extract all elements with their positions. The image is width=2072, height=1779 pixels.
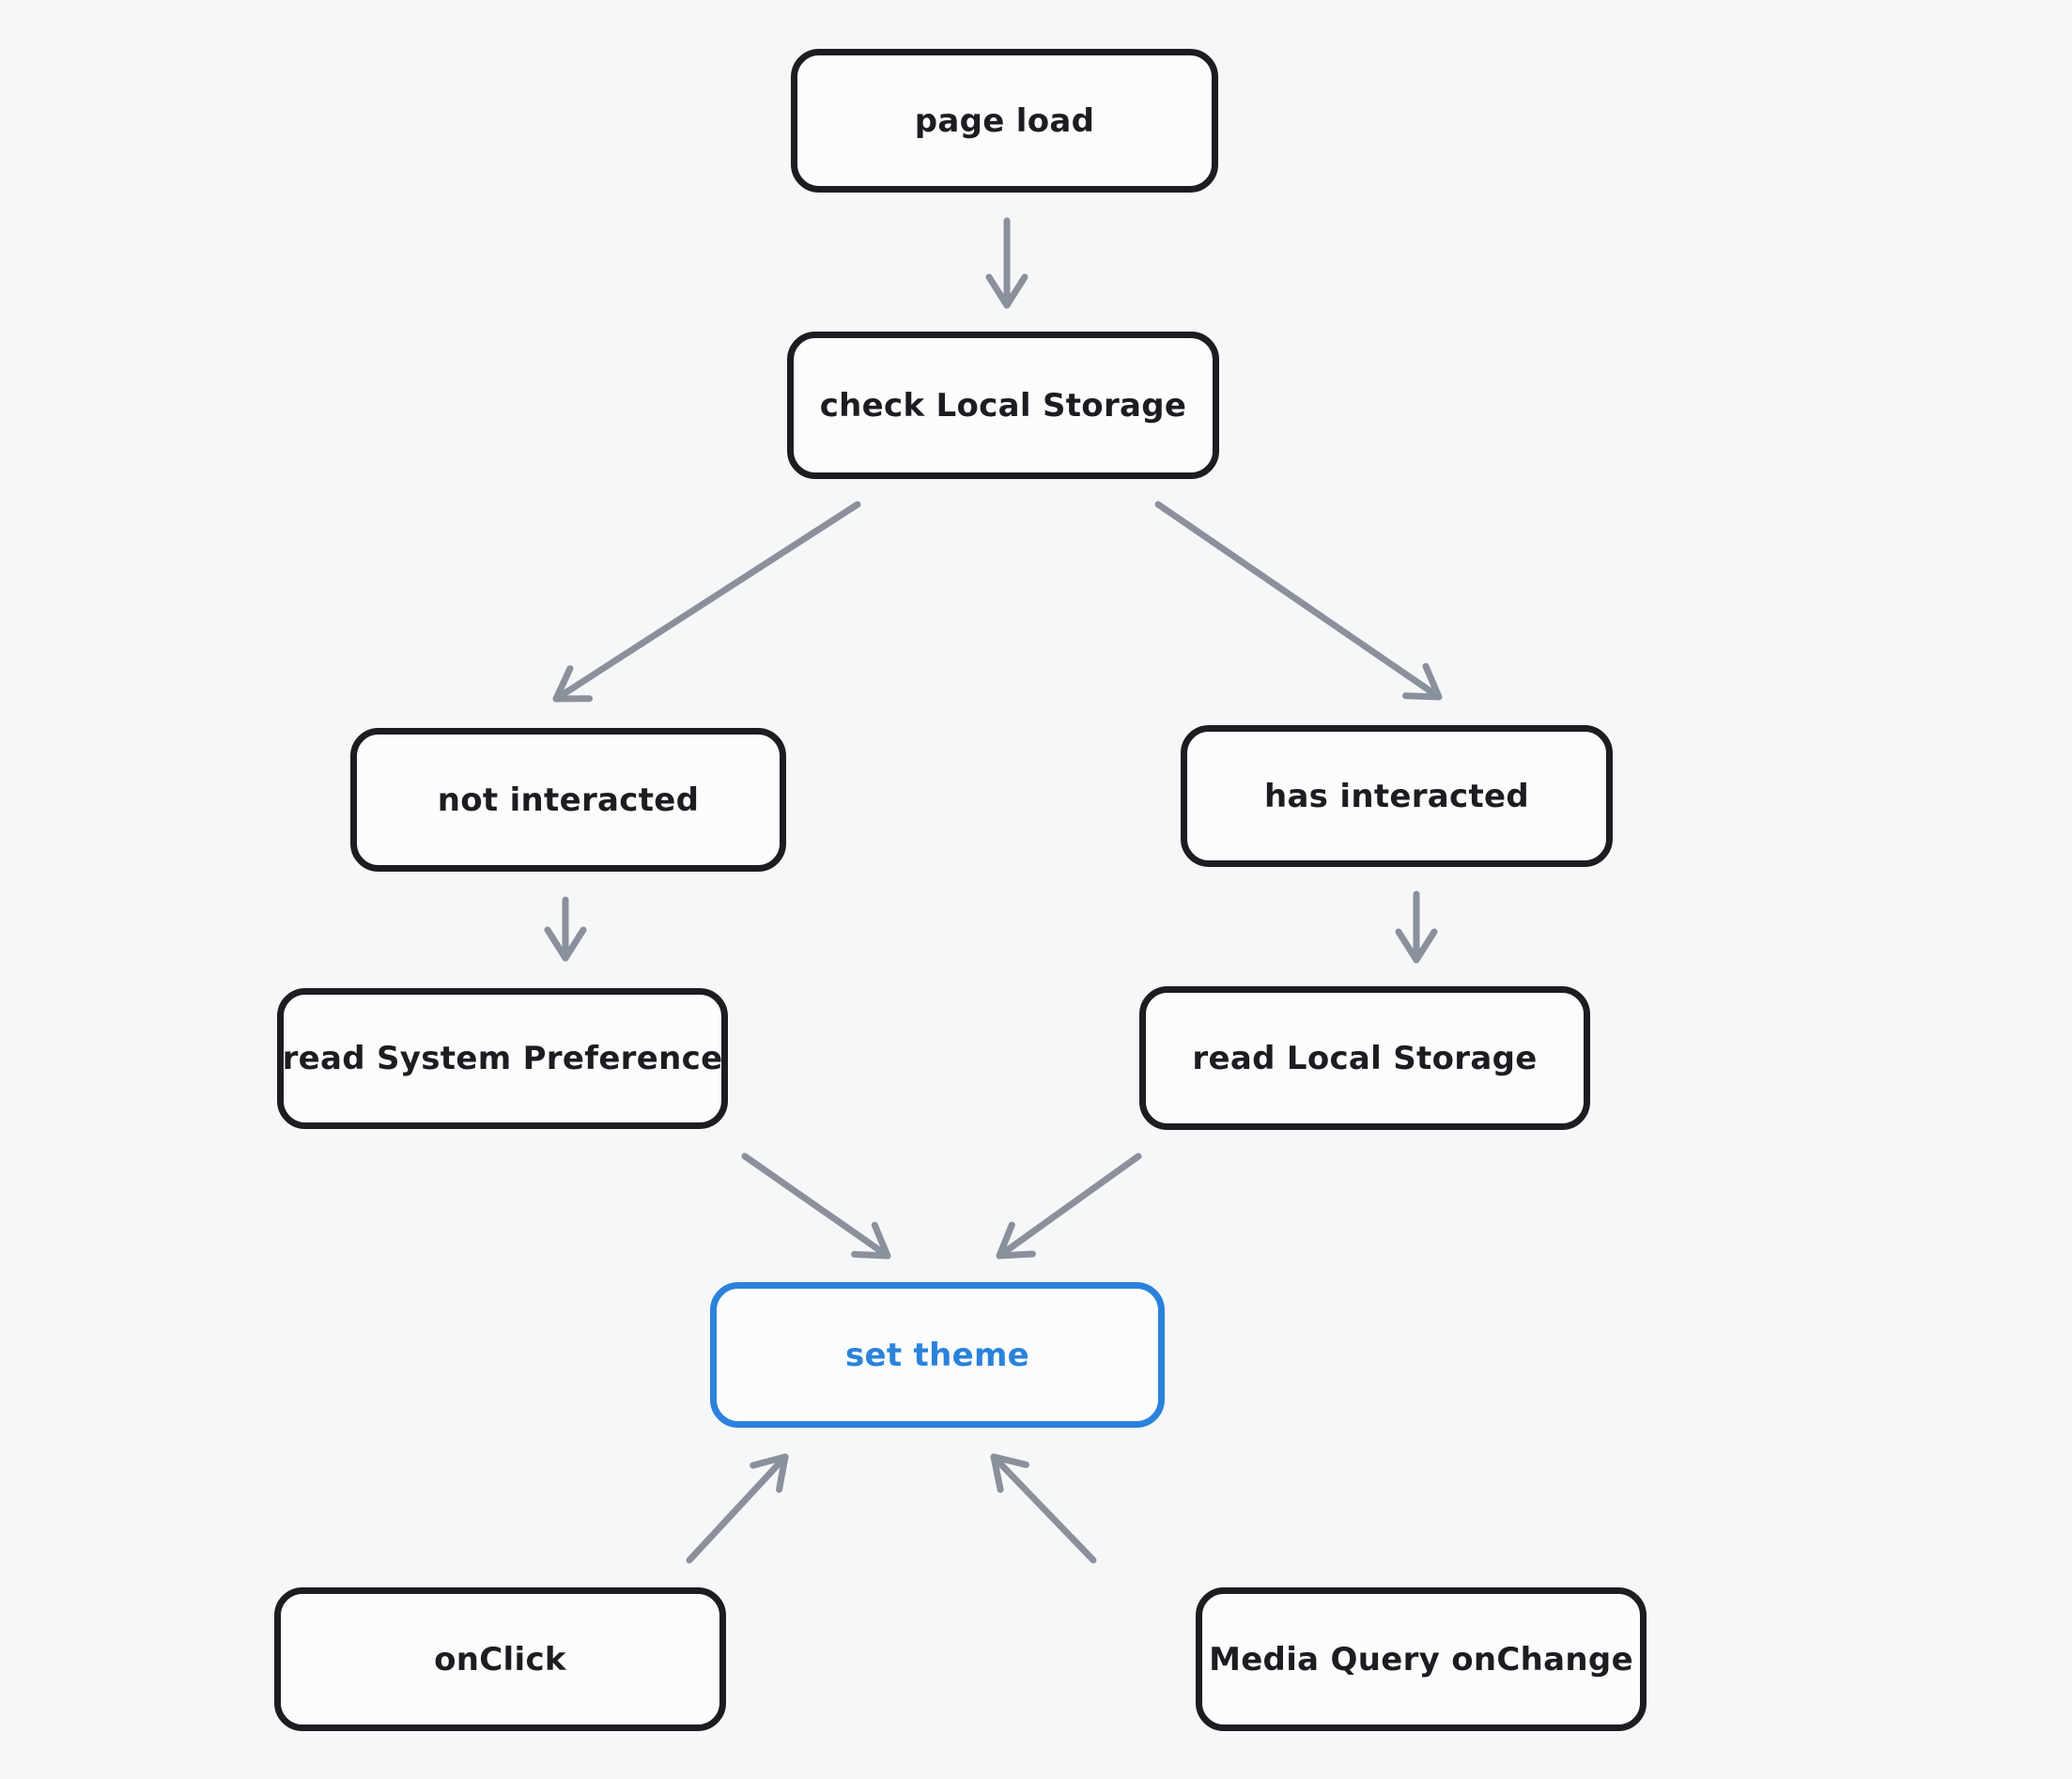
- node-page-load[interactable]: page load: [791, 49, 1218, 193]
- arrow-check-local-storage-to-not-interacted: [552, 501, 861, 703]
- node-read-local-storage[interactable]: read Local Storage: [1139, 986, 1590, 1130]
- node-not-interacted[interactable]: not interacted: [350, 728, 786, 872]
- node-read-system-preference-label: read System Preference: [282, 1040, 723, 1077]
- node-check-local-storage-label: check Local Storage: [819, 386, 1187, 425]
- node-media-query-onchange-label: Media Query onChange: [1209, 1640, 1633, 1678]
- node-read-system-preference[interactable]: read System Preference: [277, 988, 728, 1129]
- node-page-load-label: page load: [914, 101, 1095, 140]
- arrow-check-local-storage-to-has-interacted: [1154, 501, 1443, 701]
- arrow-onclick-to-set-theme: [686, 1453, 789, 1564]
- node-onclick-label: onClick: [434, 1640, 566, 1678]
- arrow-read-local-storage-to-set-theme: [996, 1152, 1142, 1260]
- arrow-read-system-preference-to-set-theme: [741, 1152, 891, 1260]
- node-set-theme-label: set theme: [844, 1336, 1030, 1374]
- node-has-interacted-label: has interacted: [1263, 777, 1530, 815]
- node-media-query-onchange[interactable]: Media Query onChange: [1196, 1587, 1647, 1731]
- node-has-interacted[interactable]: has interacted: [1181, 725, 1613, 867]
- node-set-theme[interactable]: set theme: [710, 1282, 1165, 1428]
- node-read-local-storage-label: read Local Storage: [1192, 1039, 1538, 1077]
- arrow-media-query-onchange-to-set-theme: [990, 1453, 1097, 1564]
- node-onclick[interactable]: onClick: [274, 1587, 726, 1731]
- node-not-interacted-label: not interacted: [437, 781, 700, 819]
- node-check-local-storage[interactable]: check Local Storage: [787, 332, 1219, 479]
